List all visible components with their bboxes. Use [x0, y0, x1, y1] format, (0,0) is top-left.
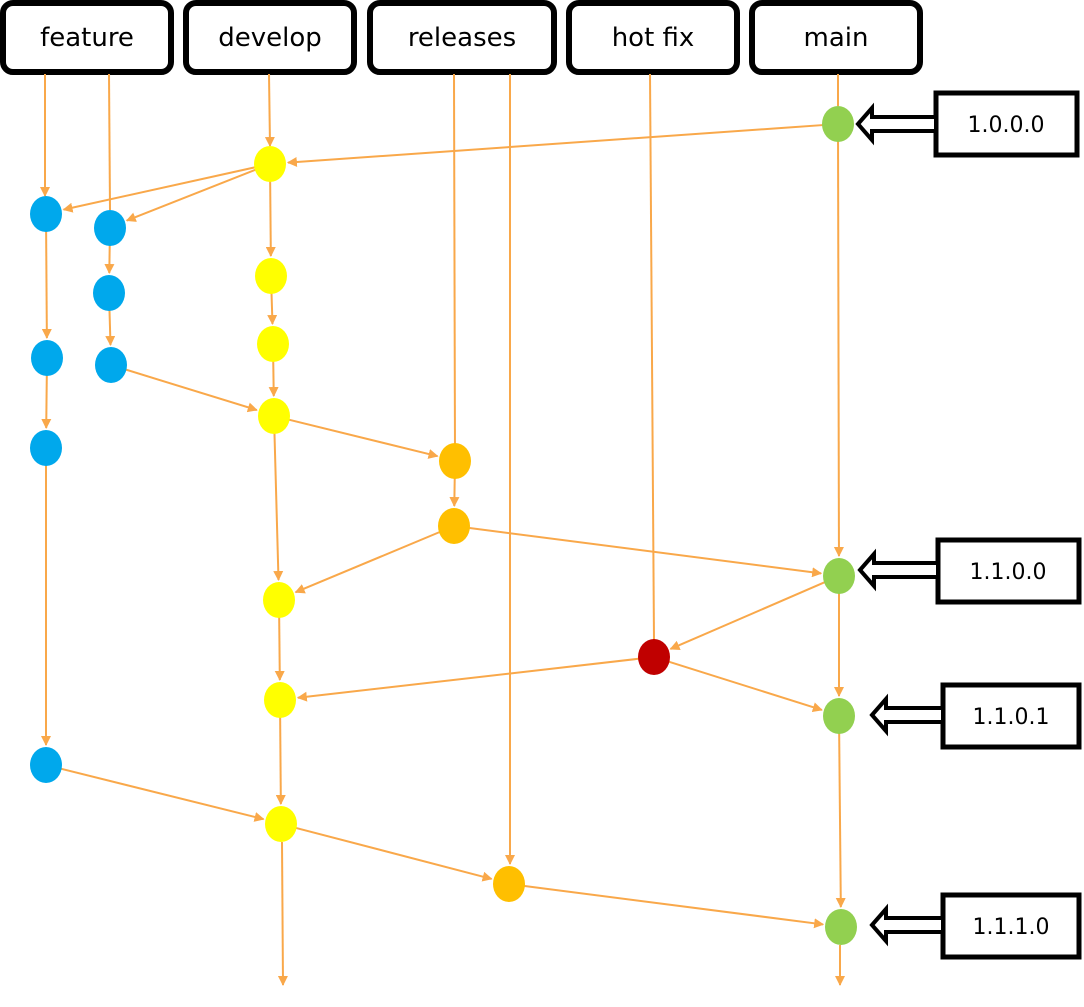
commit-node-fb2 [93, 275, 125, 311]
commit-node-fa1 [30, 196, 62, 232]
lifeline-develop [264, 73, 275, 147]
edge-fb3-d4 [118, 366, 258, 413]
branch-label-main: main [804, 23, 869, 53]
branch-label-develop: develop [218, 23, 322, 53]
edge-d4-r1 [281, 416, 439, 459]
commit-edges [41, 123, 846, 929]
version-tag-1100: 1.1.0.0 [857, 537, 1082, 605]
commit-node-m3 [823, 698, 855, 734]
branch-header-feature: feature [0, 0, 174, 75]
version-label: 1.0.0.0 [968, 113, 1045, 138]
commit-node-fa4 [30, 747, 62, 783]
edge-m1-m2 [833, 131, 844, 558]
commit-node-m2 [823, 558, 855, 594]
edge-r2-d5 [294, 528, 448, 594]
commit-node-fa2 [31, 340, 63, 376]
lifelines [40, 73, 845, 986]
commit-node-d1 [254, 146, 286, 182]
version-label: 1.1.1.0 [973, 915, 1050, 940]
commit-node-r3 [493, 866, 525, 902]
branch-header-main: main [749, 0, 923, 75]
version-arrow-icon [869, 693, 945, 737]
commit-node-d4 [258, 398, 290, 434]
version-tag-1110: 1.1.1.0 [869, 892, 1082, 960]
commit-node-fa3 [30, 430, 62, 466]
lifeline-releases-a [449, 73, 460, 460]
branch-label-releases: releases [408, 23, 516, 53]
commit-node-m1 [822, 106, 854, 142]
edge-d1-fa1 [62, 164, 263, 213]
edge-d1-fb1 [125, 166, 263, 222]
commit-node-d5 [263, 582, 295, 618]
commit-node-d2 [255, 258, 287, 294]
commit-node-fb3 [95, 347, 127, 383]
edge-d6-d7 [275, 707, 286, 806]
edge-m2-h1 [669, 578, 833, 650]
lifeline-hotfix [649, 73, 655, 642]
version-arrow-icon [869, 903, 945, 947]
version-arrow-icon [855, 102, 938, 146]
branch-label-feature: feature [40, 23, 134, 53]
branch-header-develop: develop [183, 0, 357, 75]
version-tag-1000: 1.0.0.0 [855, 90, 1080, 158]
edge-d7-r3 [288, 825, 493, 882]
lifeline-feature-b [108, 73, 111, 211]
edge-r2-m2 [461, 526, 823, 578]
commit-node-d3 [257, 326, 289, 362]
branch-label-hotfix: hot fix [612, 23, 695, 53]
edge-fa4-d7 [53, 765, 265, 822]
commit-node-m4 [825, 909, 857, 945]
commit-node-r2 [438, 508, 470, 544]
version-tag-1101: 1.1.0.1 [869, 682, 1082, 750]
version-label: 1.1.0.0 [970, 560, 1047, 585]
edge-fa1-fa2 [41, 221, 52, 340]
lifeline-develop-tail [277, 841, 288, 986]
commit-node-r1 [439, 443, 471, 479]
commit-nodes [30, 106, 857, 945]
commit-node-d7 [265, 806, 297, 842]
edge-m3-m4 [835, 723, 846, 909]
edge-h1-m3 [661, 658, 823, 712]
version-label: 1.1.0.1 [973, 705, 1050, 730]
branch-header-hotfix: hot fix [566, 0, 740, 75]
commit-node-fb1 [94, 210, 126, 246]
commit-node-h1 [638, 639, 670, 675]
version-arrow-icon [857, 548, 940, 592]
edge-d1-d2 [265, 171, 276, 258]
edge-r3-m4 [516, 884, 825, 929]
edge-m1-d1 [286, 123, 831, 167]
edge-d5-d6 [274, 607, 285, 682]
edge-h1-d6 [296, 656, 647, 702]
edge-d4-d5 [273, 423, 284, 582]
branch-header-releases: releases [367, 0, 557, 75]
edge-fa2-fa3 [41, 365, 52, 430]
commit-node-d6 [264, 682, 296, 718]
